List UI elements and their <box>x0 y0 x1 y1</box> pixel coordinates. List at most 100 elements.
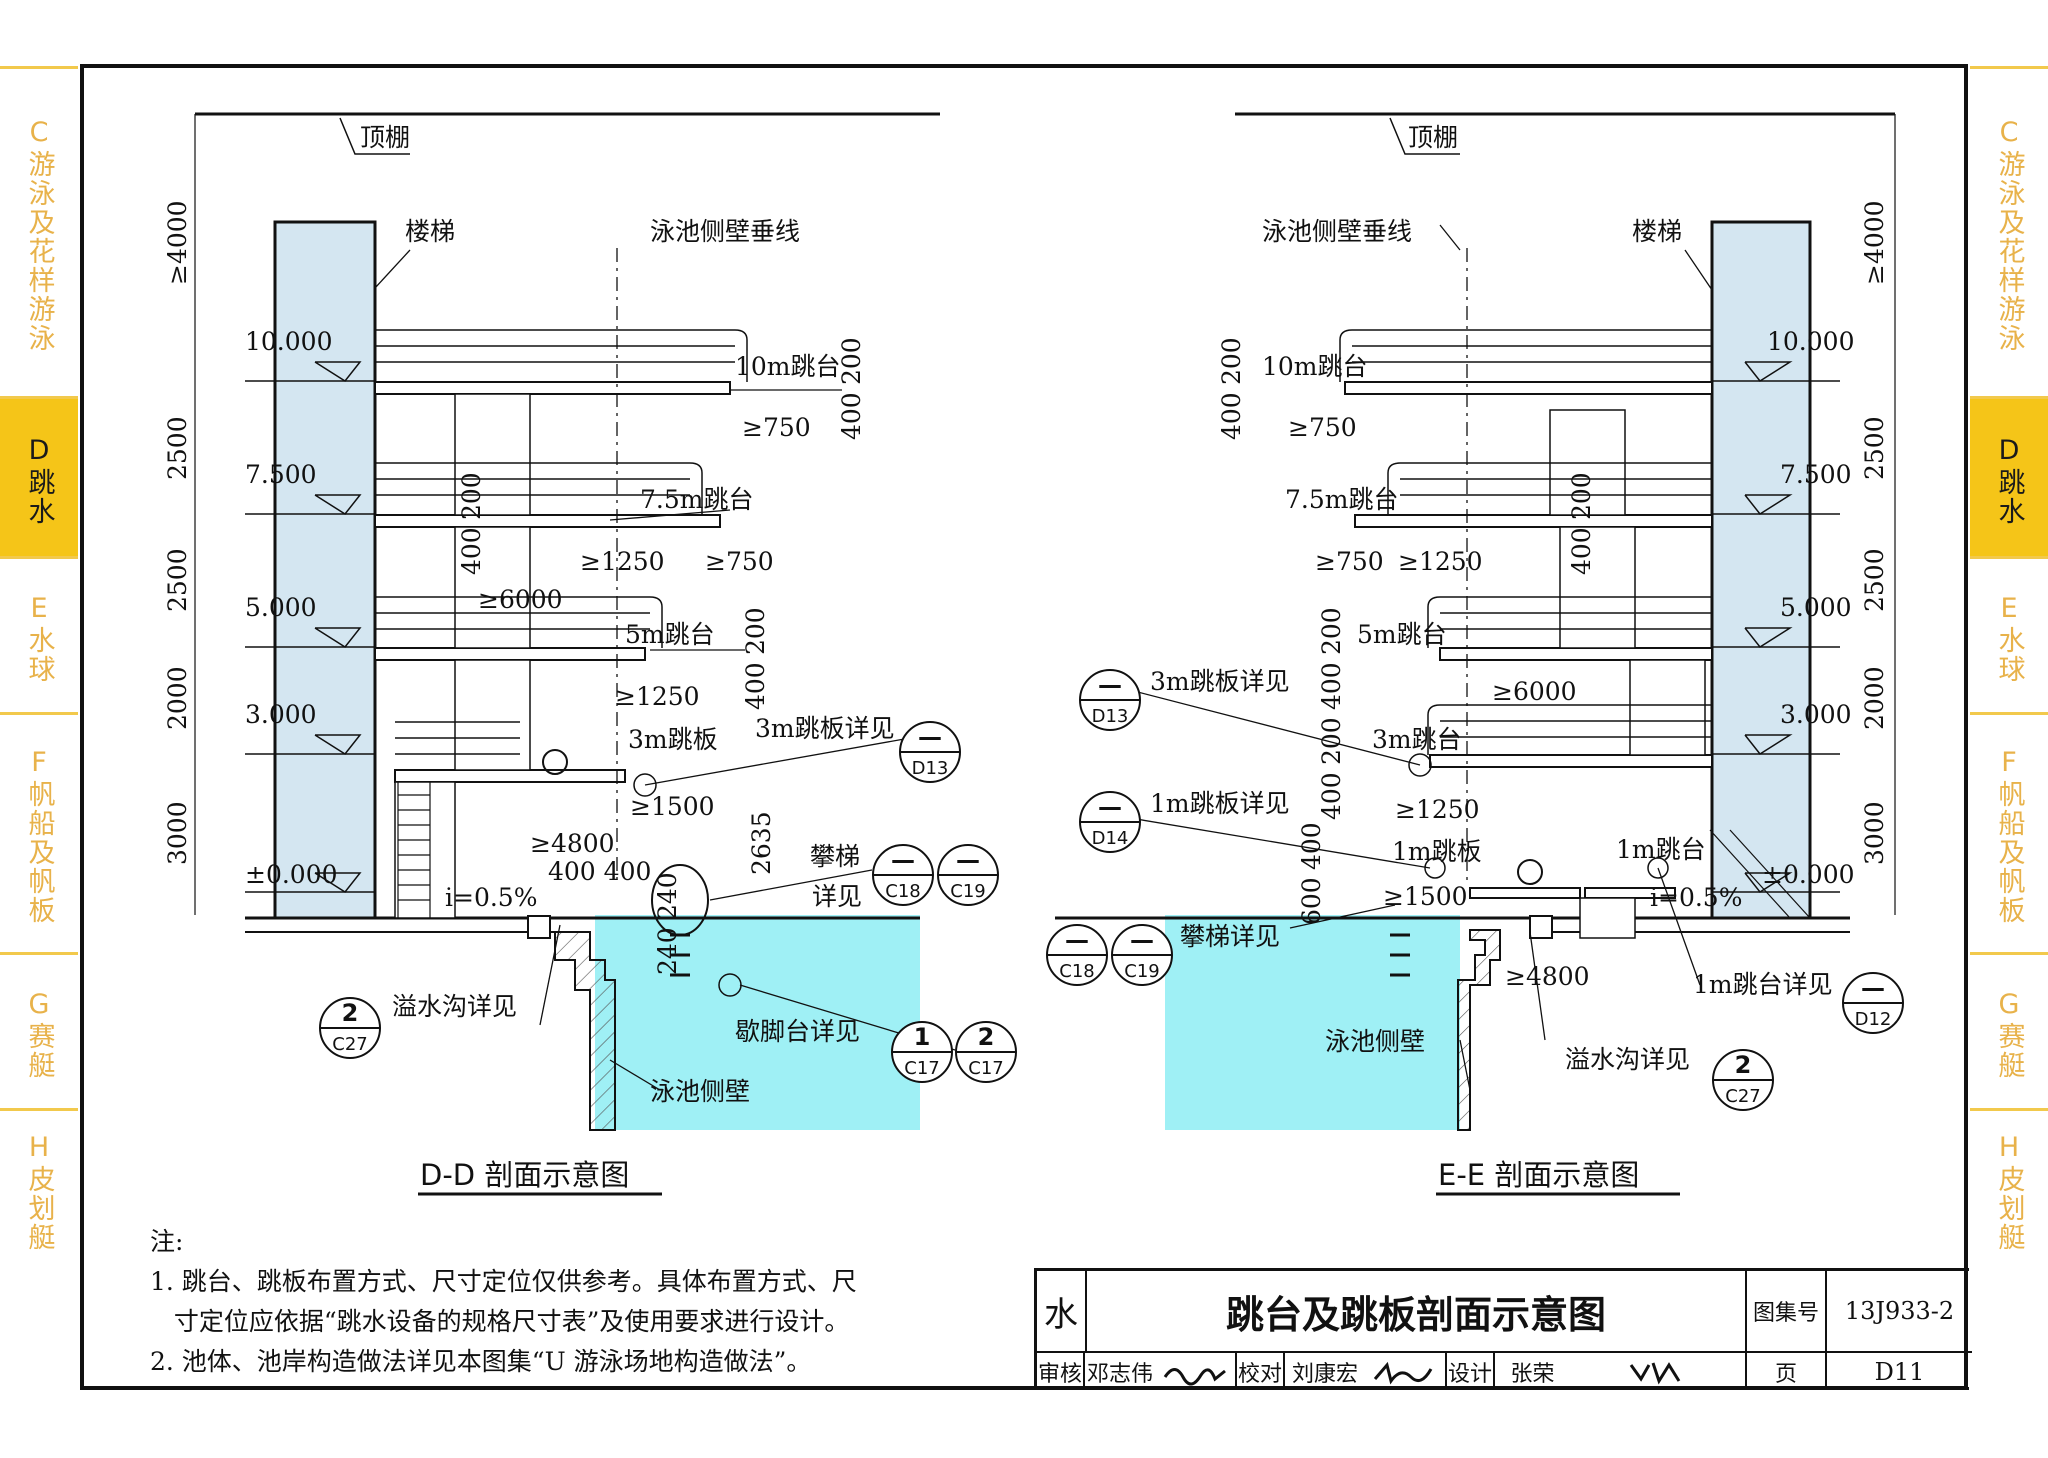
dd-ref-d13-page: D13 <box>912 758 949 779</box>
ee-dim-400-c: 400 <box>1317 662 1346 710</box>
side-tab-letter: E <box>2000 592 2018 624</box>
dd-dim-400-400: 400 400 <box>548 857 651 886</box>
drawing-frame <box>80 64 1968 1390</box>
notes-line-1: 1. 跳台、跳板布置方式、尺寸定位仅供参考。具体布置方式、尺 <box>150 1267 857 1296</box>
ee-stair-label: 楼梯 <box>1632 217 1682 246</box>
dd-ref-d13-bubble: — D13 <box>899 721 961 783</box>
dd-platform-75: 7.5m跳台 <box>640 485 753 514</box>
ee-ref-d13-page: D13 <box>1092 706 1129 727</box>
side-tab-letter: D <box>1998 434 2020 466</box>
dd-level-0: ±0.000 <box>245 860 338 889</box>
dd-level-3: 3.000 <box>245 700 317 729</box>
side-tab-name: 水球 <box>1993 625 2025 684</box>
ee-ref-d12-bubble: —D12 <box>1842 972 1904 1034</box>
dd-ref-c17-2-number: 2 <box>978 1023 995 1051</box>
dd-dim-240-b: 240 <box>653 927 682 975</box>
ee-ref-c19-page: C19 <box>1124 961 1159 982</box>
dd-gap-4: 3000 <box>163 801 192 865</box>
ee-gap-2: 2500 <box>1860 548 1889 612</box>
ee-slope: i=0.5% <box>1650 883 1742 912</box>
ee-sb3-detail: 3m跳板详见 <box>1150 667 1290 696</box>
dd-gap-1: 2500 <box>163 416 192 480</box>
tb-checker-signature <box>1365 1353 1447 1390</box>
dd-ref-c17-1-page: C17 <box>904 1058 939 1079</box>
ee-dim-200-d: 200 <box>1317 717 1346 765</box>
ee-stair-tower <box>1710 220 1812 920</box>
dd-ceiling-label: 顶棚 <box>360 123 410 152</box>
dd-ref-c19-bubble: —C19 <box>937 844 999 906</box>
side-tab-name: 游泳及花样游泳 <box>23 150 55 353</box>
ee-water <box>1165 915 1460 1130</box>
side-tab-name: 帆船及帆板 <box>23 780 55 925</box>
ee-pool-line-label: 泳池侧壁垂线 <box>1262 217 1412 246</box>
ee-dim-400-d: 400 <box>1317 772 1346 820</box>
dd-gap-2: 2500 <box>163 548 192 612</box>
side-tab-letter: G <box>1998 988 2020 1020</box>
side-tab-letter: C <box>29 117 49 148</box>
dd-dim-6000: ≥6000 <box>478 585 563 614</box>
side-tab-name: 帆船及帆板 <box>1993 780 2025 925</box>
ee-ref-c18-page: C18 <box>1059 961 1094 982</box>
ee-platform-3: 3m跳台 <box>1372 725 1462 754</box>
dd-section <box>194 112 956 1131</box>
dd-ref-d13-number: — <box>918 723 942 751</box>
tb-atlas-label: 图集号 <box>1747 1271 1827 1353</box>
dd-level-75: 7.500 <box>245 460 317 489</box>
dd-ref-c18-number: — <box>891 846 915 874</box>
ee-pool-wall-label: 泳池侧壁 <box>1325 1027 1425 1056</box>
dd-ladder-detail-1: 攀梯 <box>810 842 860 871</box>
ee-platform-10: 10m跳台 <box>1262 352 1368 381</box>
ee-level-3: 3.000 <box>1780 700 1852 729</box>
notes: 注: 1. 跳台、跳板布置方式、尺寸定位仅供参考。具体布置方式、尺 寸定位应依据… <box>150 1222 857 1382</box>
side-tab-letter: H <box>1998 1132 2020 1163</box>
ee-min-height: ≥4000 <box>1860 200 1889 285</box>
ee-level-10: 10.000 <box>1767 327 1854 356</box>
dd-overflow-detail: 溢水沟详见 <box>392 992 517 1021</box>
ee-ref-c18-number: — <box>1065 926 1089 954</box>
ee-ceiling-label: 顶棚 <box>1408 123 1458 152</box>
tb-check-label: 校对 <box>1237 1353 1285 1390</box>
ee-dim-400-b: 400 <box>1567 527 1596 575</box>
ee-ref-d12-page: D12 <box>1855 1009 1892 1030</box>
ee-level-0: ±0.000 <box>1762 860 1855 889</box>
ee-dim-1500: ≥1500 <box>1383 882 1468 911</box>
ee-sb1-detail: 1m跳板详见 <box>1150 789 1290 818</box>
dd-rest-detail: 歇脚台详见 <box>735 1017 860 1046</box>
side-tab-name: 皮划艇 <box>23 1165 55 1252</box>
ee-gap-4: 3000 <box>1860 801 1889 865</box>
side-tab-letter: H <box>28 1132 50 1163</box>
tb-review-label: 审核 <box>1037 1353 1085 1390</box>
dd-ref-c17-1-number: 1 <box>914 1023 931 1051</box>
ee-ref-c19-number: — <box>1130 926 1154 954</box>
dd-ref-c27-page: C27 <box>332 1034 367 1055</box>
dd-springboard-3-detail: 3m跳板详见 <box>755 714 895 743</box>
side-tab-name: 赛艇 <box>23 1021 55 1080</box>
dd-dim-400-b: 400 <box>457 527 486 575</box>
ee-ref-c18-bubble: — C18 <box>1046 924 1108 986</box>
tb-designer: 张荣 <box>1510 1361 1555 1387</box>
ee-ref-c19-bubble: — C19 <box>1111 924 1173 986</box>
dd-level-5: 5.000 <box>245 593 317 622</box>
dd-ref-c27-number: 2 <box>342 999 359 1027</box>
side-tab-name: 游泳及花样游泳 <box>1993 150 2025 353</box>
dd-dim-750-a: ≥750 <box>742 413 811 442</box>
tb-reviewer-signature <box>1155 1353 1237 1390</box>
ee-dim-750-b: ≥750 <box>1315 547 1384 576</box>
tb-reviewer: 邓志伟 <box>1086 1361 1153 1387</box>
ee-ref-c27-number: 2 <box>1735 1051 1752 1079</box>
